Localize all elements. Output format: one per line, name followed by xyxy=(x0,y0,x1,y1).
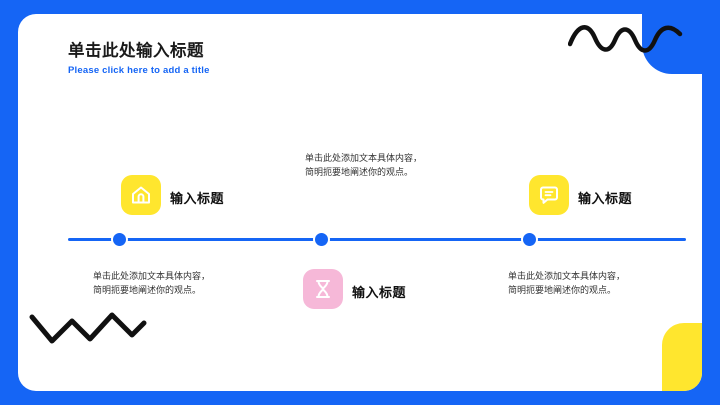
corner-decoration-bottom-right xyxy=(662,323,702,391)
item-1-icon-box[interactable] xyxy=(121,175,161,215)
item-2-icon-box[interactable] xyxy=(303,269,343,309)
item-1-label[interactable]: 输入标题 xyxy=(170,191,225,206)
timeline-node-2 xyxy=(313,231,330,248)
item-3-body-line-2: 简明扼要地阐述你的观点。 xyxy=(508,285,617,295)
item-1-body-line-1: 单击此处添加文本具体内容， xyxy=(93,271,211,281)
item-2-body-line-1: 单击此处添加文本具体内容， xyxy=(305,153,423,163)
item-1-body-line-2: 简明扼要地阐述你的观点。 xyxy=(93,285,202,295)
squiggle-decoration-bottom-left xyxy=(29,312,147,344)
chat-bubble-icon xyxy=(540,186,558,204)
item-2-label[interactable]: 输入标题 xyxy=(352,285,407,300)
item-2-body-line-2: 简明扼要地阐述你的观点。 xyxy=(305,167,414,177)
squiggle-decoration-top-right xyxy=(568,25,683,53)
timeline-axis xyxy=(68,238,686,241)
hourglass-icon xyxy=(316,280,330,298)
timeline-node-1 xyxy=(111,231,128,248)
page-subtitle[interactable]: Please click here to add a title xyxy=(68,65,210,76)
item-3-body-line-1: 单击此处添加文本具体内容， xyxy=(508,271,626,281)
title-block: 单击此处输入标题 Please click here to add a titl… xyxy=(68,40,210,76)
home-icon xyxy=(132,186,150,204)
slide-content-card: 单击此处输入标题 Please click here to add a titl… xyxy=(18,14,702,391)
item-3-label[interactable]: 输入标题 xyxy=(578,191,633,206)
item-3-icon-box[interactable] xyxy=(529,175,569,215)
item-2-body[interactable]: 单击此处添加文本具体内容， 简明扼要地阐述你的观点。 xyxy=(305,151,422,179)
item-1-body[interactable]: 单击此处添加文本具体内容， 简明扼要地阐述你的观点。 xyxy=(93,269,210,297)
item-3-body[interactable]: 单击此处添加文本具体内容， 简明扼要地阐述你的观点。 xyxy=(508,269,625,297)
page-title[interactable]: 单击此处输入标题 xyxy=(68,42,204,60)
timeline-node-3 xyxy=(521,231,538,248)
